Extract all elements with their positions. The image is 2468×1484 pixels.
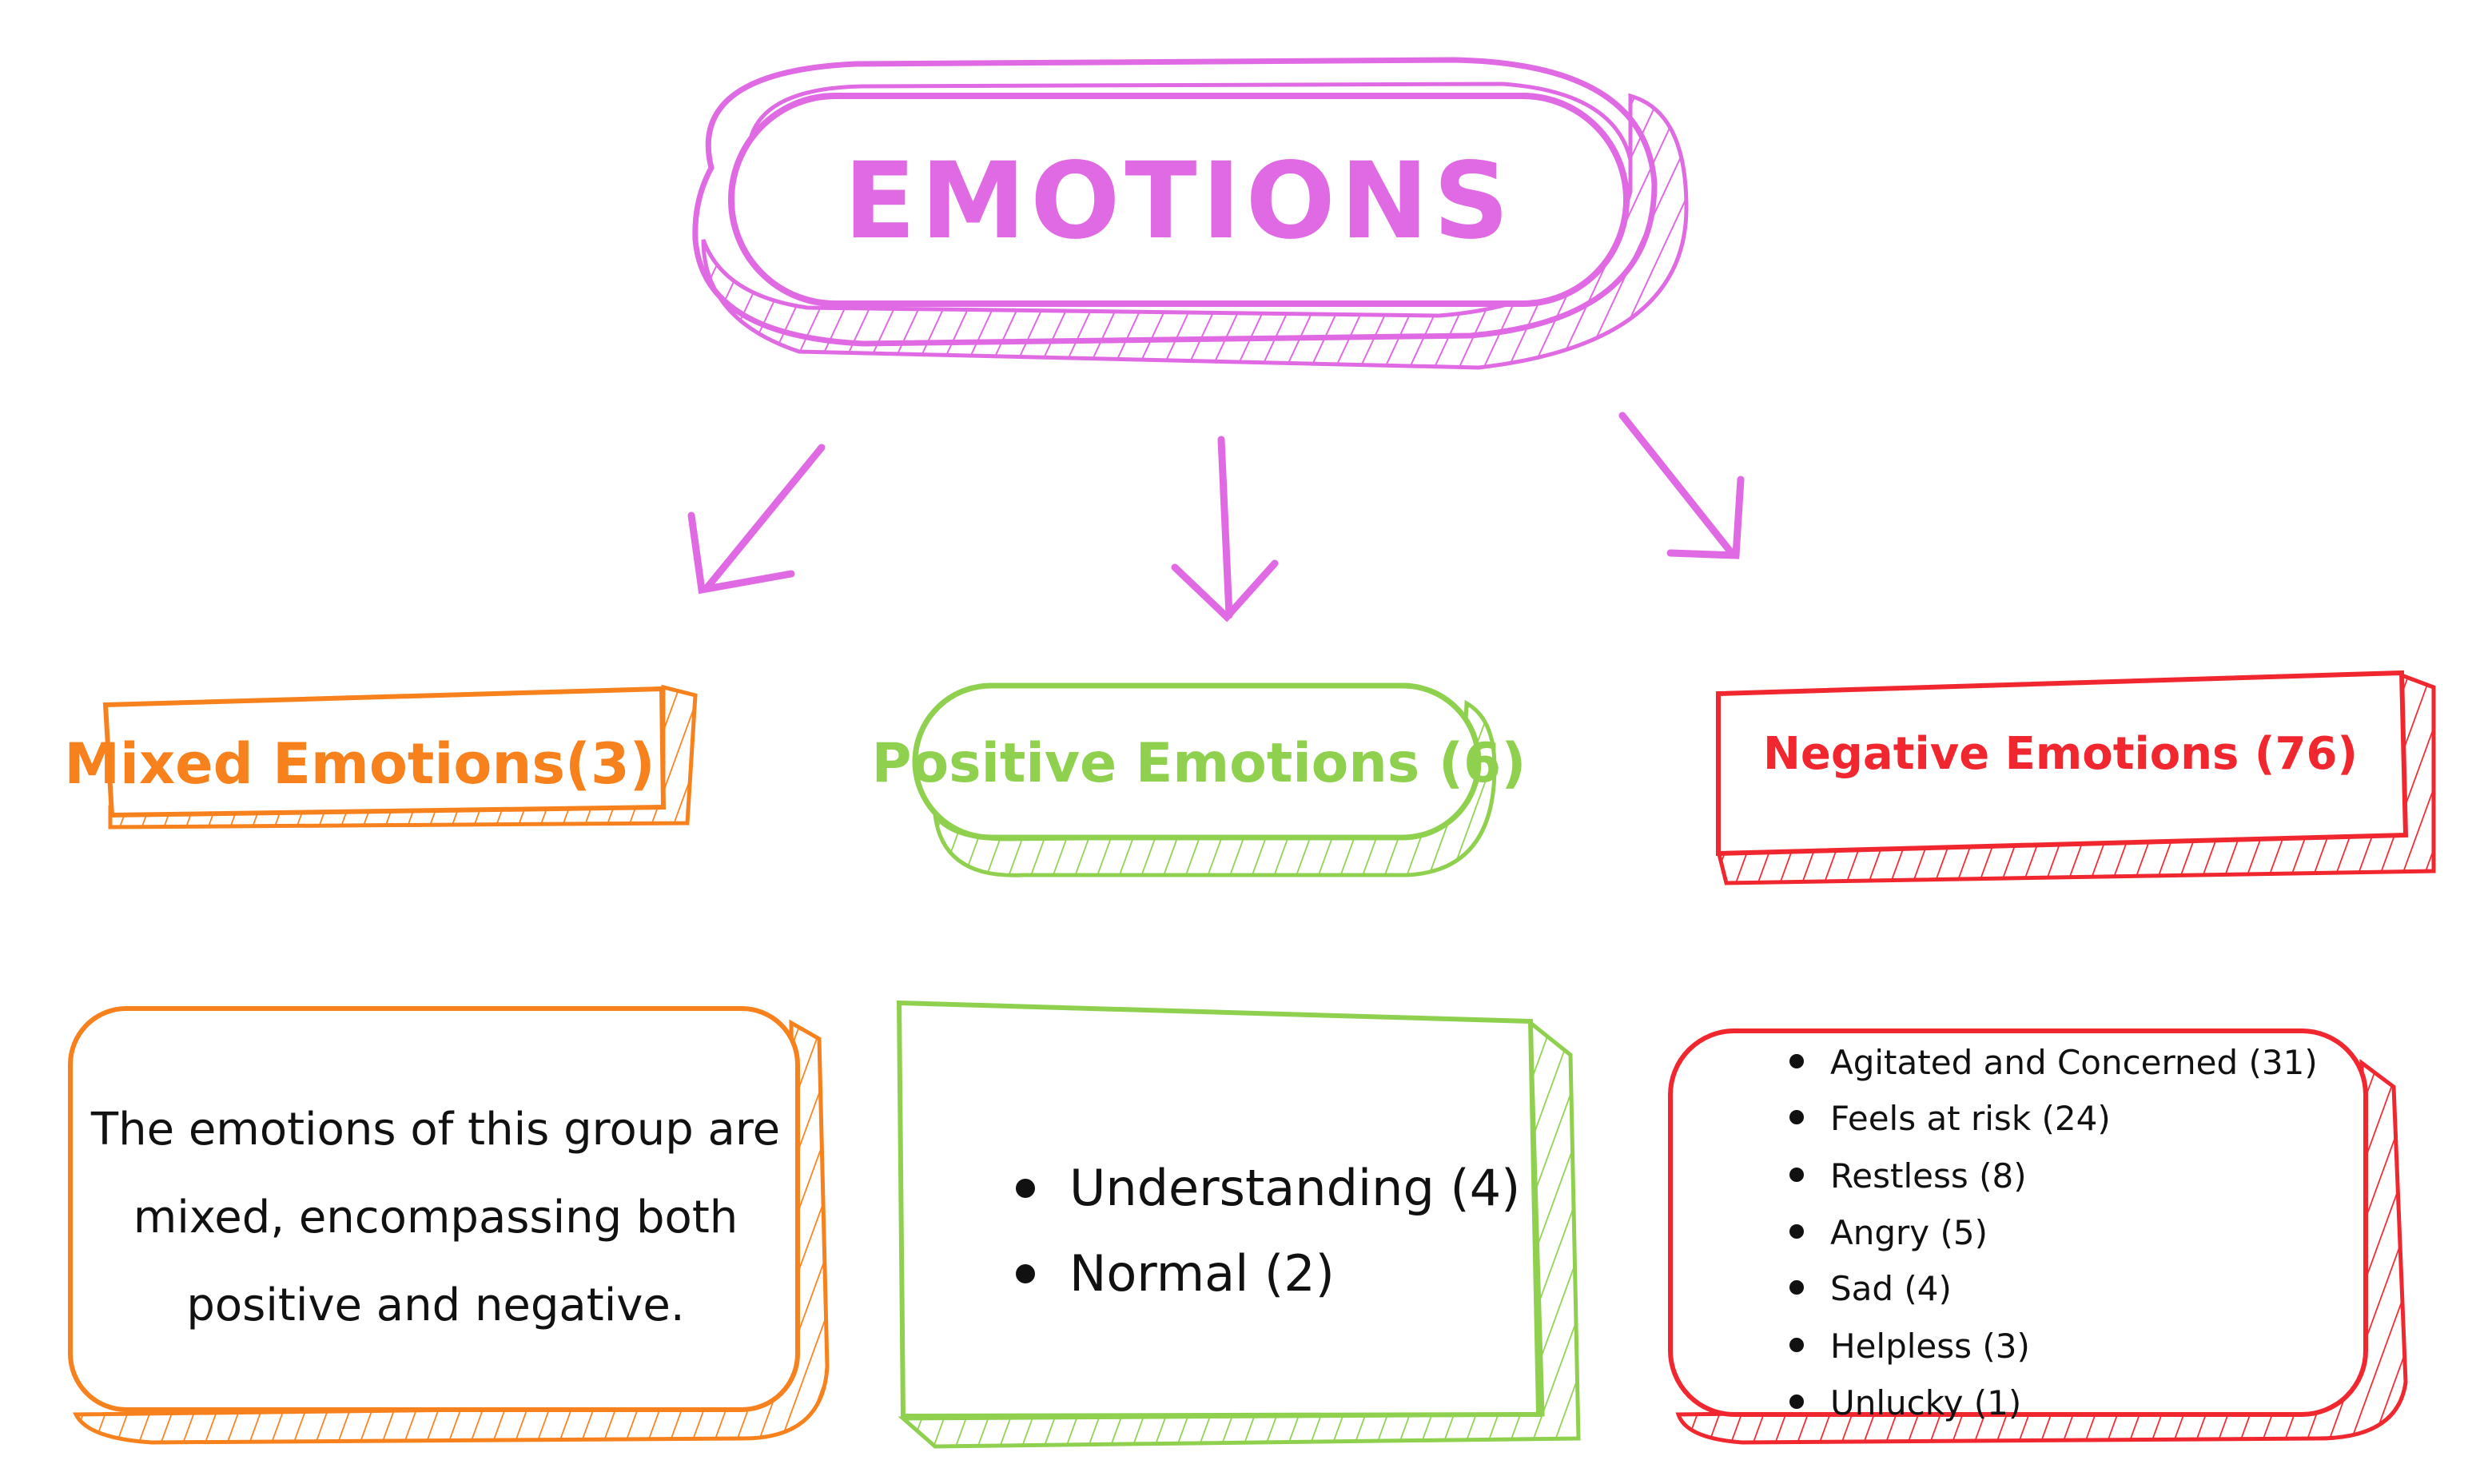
negative-bullet-6 xyxy=(1789,1338,1804,1352)
mixed-description-line-3: positive and negative. xyxy=(186,1279,684,1331)
positive-header: Positive Emotions (6) xyxy=(872,682,1527,877)
root-node: EMOTIONS xyxy=(692,57,1689,370)
root-node-label: EMOTIONS xyxy=(844,140,1515,263)
mixed-description-line-1: The emotions of this group are xyxy=(90,1104,780,1156)
positive-bullet-1 xyxy=(1016,1179,1035,1198)
negative-item-4: Angry (5) xyxy=(1830,1213,1988,1252)
negative-bullet-7 xyxy=(1789,1394,1804,1409)
positive-content: Understanding (4) Normal (2) xyxy=(896,1000,1581,1449)
negative-header-label: Negative Emotions (76) xyxy=(1763,728,2358,780)
negative-bullet-5 xyxy=(1789,1280,1804,1295)
negative-item-3: Restless (8) xyxy=(1830,1156,2027,1196)
negative-item-5: Sad (4) xyxy=(1830,1269,1952,1308)
root-node-depth xyxy=(701,93,1689,370)
mixed-header: Mixed Emotions(3) xyxy=(64,684,698,830)
arrow-to-negative xyxy=(1618,412,1745,559)
negative-bullet-1 xyxy=(1789,1054,1804,1068)
positive-header-label: Positive Emotions (6) xyxy=(872,732,1527,795)
negative-content-box xyxy=(1668,1028,2368,1417)
negative-item-7: Unlucky (1) xyxy=(1830,1383,2021,1422)
root-node-sketch-line xyxy=(749,82,1633,161)
positive-item-1: Understanding (4) xyxy=(1069,1159,1520,1217)
negative-header: Negative Emotions (76) xyxy=(1715,670,2436,885)
negative-bullet-3 xyxy=(1789,1168,1804,1182)
negative-bullet-4 xyxy=(1789,1224,1804,1239)
mixed-description-line-2: mixed, encompassing both xyxy=(133,1192,738,1243)
mixed-header-box xyxy=(102,686,667,818)
mixed-content-box xyxy=(68,1006,800,1412)
positive-item-2: Normal (2) xyxy=(1069,1244,1335,1303)
negative-content: Agitated and Concerned (31) Feels at ris… xyxy=(1668,1028,2408,1445)
mixed-content: The emotions of this group are mixed, en… xyxy=(68,1006,830,1445)
positive-header-pill xyxy=(912,682,1482,841)
negative-item-6: Helpless (3) xyxy=(1830,1327,2030,1366)
negative-item-1: Agitated and Concerned (31) xyxy=(1830,1043,2318,1082)
arrow-to-mixed xyxy=(687,444,826,595)
arrow-to-positive xyxy=(1171,436,1279,623)
positive-content-box xyxy=(896,1000,1542,1419)
negative-header-box xyxy=(1716,670,2409,857)
root-node-pill xyxy=(728,93,1630,307)
positive-bullet-2 xyxy=(1016,1264,1035,1283)
root-node-outline-outer xyxy=(692,57,1658,347)
mixed-header-label: Mixed Emotions(3) xyxy=(64,731,655,797)
positive-content-depth xyxy=(898,1018,1581,1449)
negative-bullet-2 xyxy=(1789,1110,1804,1124)
negative-item-2: Feels at risk (24) xyxy=(1830,1099,2111,1138)
